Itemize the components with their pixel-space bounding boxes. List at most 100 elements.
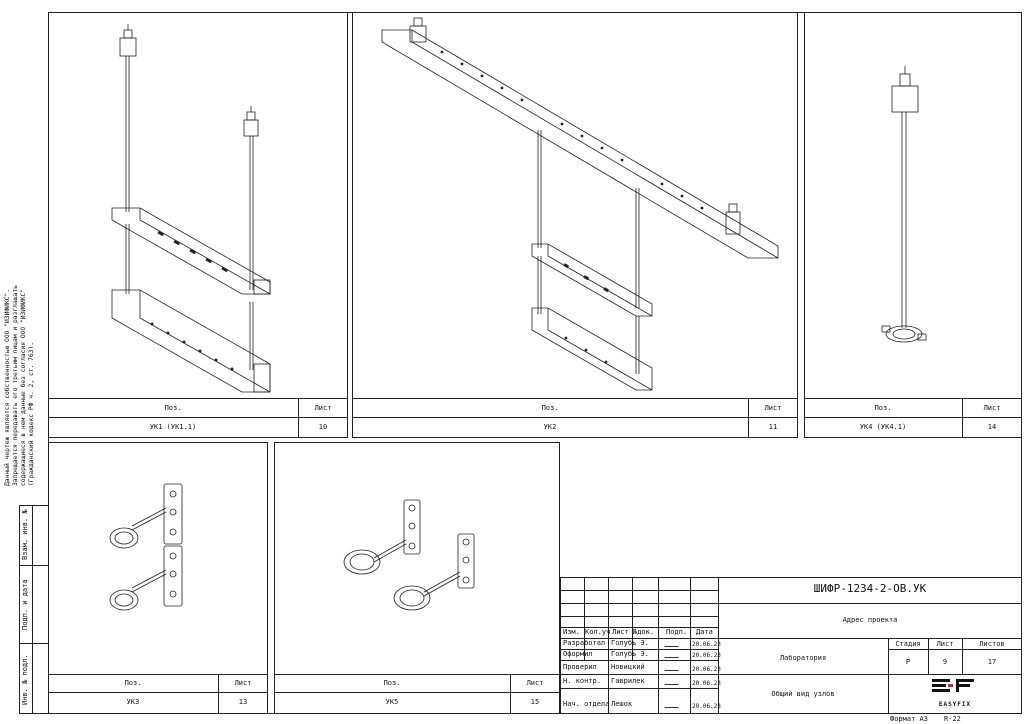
drawing-uk3: [109, 483, 183, 611]
tb-sheet-label: Лист: [936, 640, 954, 648]
tb-name-4: Гаврилек: [611, 677, 645, 685]
tb-date-4: 20.06.23: [692, 680, 721, 687]
revision-label: R-22: [944, 715, 961, 723]
view-uk3-line-a: [48, 674, 268, 675]
tb-hdr-data: Дата: [696, 628, 713, 636]
view-uk4: [804, 12, 1022, 438]
tb-name-5: Лешок: [611, 700, 633, 708]
view-uk3-divider: [218, 674, 219, 714]
tb-sheets-label: Листов: [979, 640, 1005, 648]
view-uk2: [352, 12, 798, 438]
view-uk5-divider: [510, 674, 511, 714]
tb-name-2: Голубь Э.: [611, 650, 649, 658]
margin-line-2: [19, 643, 49, 644]
drawing-uk4: [881, 66, 927, 343]
tb-right-row-4: [718, 674, 1022, 675]
format-label: Формат А3: [890, 715, 928, 723]
tb-row-2: [560, 603, 718, 604]
tb-date-3: 20.06.23: [692, 666, 721, 673]
copyright-line-2: Запрещается передавать его третьим лицам…: [12, 285, 19, 486]
margin-inv-label: Инв. № подл.: [21, 654, 29, 705]
tb-stage-label: Стадия: [895, 640, 921, 648]
tb-hdr-list: Лист: [612, 628, 629, 636]
view-uk2-list-label: Лист: [764, 404, 782, 412]
tb-right-col-3: [962, 638, 963, 674]
view-uk1-pos: УК1 (УК1.1): [149, 423, 197, 431]
view-uk5-list-label: Лист: [526, 679, 544, 687]
view-uk4-line-b: [804, 417, 1022, 418]
tb-row-4: [560, 627, 718, 628]
tb-date-1: 20.06.23: [692, 641, 721, 648]
view-uk3-pos: УК3: [126, 698, 140, 706]
drawing-uk2: [381, 17, 779, 391]
tb-stage: Р: [905, 658, 911, 666]
view-uk3-list: 13: [238, 698, 248, 706]
view-uk2-line-b: [352, 417, 798, 418]
view-uk3: [48, 442, 268, 714]
view-uk5-line-a: [274, 674, 560, 675]
tb-row-6: [560, 649, 718, 650]
tb-row-5: [560, 638, 718, 639]
view-uk5-line-b: [274, 692, 560, 693]
view-uk4-line-a: [804, 398, 1022, 399]
tb-role-2: Оформил: [563, 650, 593, 658]
view-uk4-list: 14: [987, 423, 997, 431]
tb-row-9: [560, 688, 718, 689]
tb-right-col-1: [888, 638, 889, 714]
tb-row-1: [560, 590, 718, 591]
tb-col-2: [608, 577, 609, 714]
tb-name-1: Голубь Э.: [611, 639, 649, 647]
view-uk2-divider: [748, 398, 749, 438]
easyfix-logo-icon: [932, 679, 974, 692]
view-uk1-line-a: [48, 398, 348, 399]
tb-role-3: Проверил: [563, 663, 597, 671]
tb-row-7: [560, 660, 718, 661]
tb-name-3: Новицкий: [611, 663, 645, 671]
drawing-uk1: [111, 24, 271, 393]
view-uk2-list: 11: [768, 423, 778, 431]
tb-address: Адрес проекта: [842, 616, 898, 624]
copyright-line-1: Данный чертеж является собственностью ОО…: [4, 288, 11, 486]
tb-right-row-3: [888, 649, 1022, 650]
margin-podp-label: Подп. и дата: [21, 579, 29, 630]
tb-date-5: 20.06.23: [692, 703, 721, 710]
tb-row-8: [560, 674, 718, 675]
tb-code: ШИФР-1234-2-ОВ.УК: [813, 582, 927, 595]
tb-hdr-kolich: Кол.уч: [585, 628, 611, 636]
view-uk4-pos-label: Поз.: [874, 404, 892, 412]
view-uk4-list-label: Лист: [983, 404, 1001, 412]
tb-sheet: 9: [942, 658, 948, 666]
tb-title: Общий вид узлов: [771, 690, 835, 698]
view-uk5-list: 15: [530, 698, 540, 706]
view-uk2-line-a: [352, 398, 798, 399]
tb-right-row-1: [718, 603, 1022, 604]
tb-role-1: Разработал: [563, 639, 606, 647]
copyright-line-4: (Гражданский кодекс РФ ч. 2, ст. 763).: [28, 341, 35, 486]
tb-hdr-podp: Подп.: [666, 628, 688, 636]
view-uk4-divider: [962, 398, 963, 438]
margin-vzam-label: Взам. инв. №: [21, 509, 29, 560]
view-uk5-pos-label: Поз.: [383, 679, 401, 687]
margin-line-1: [19, 565, 49, 566]
view-uk3-line-b: [48, 692, 268, 693]
view-uk5: [274, 442, 560, 714]
view-uk3-pos-label: Поз.: [124, 679, 142, 687]
tb-col-5: [690, 577, 691, 714]
view-uk1-pos-label: Поз.: [164, 404, 182, 412]
tb-date-2: 20.06.23: [692, 652, 721, 659]
view-uk1: [48, 12, 348, 438]
view-uk1-list: 10: [318, 423, 328, 431]
view-uk1-divider: [298, 398, 299, 438]
tb-right-row-2: [718, 638, 1022, 639]
drawing-uk5: [343, 499, 475, 611]
tb-role-5: Нач. отдела: [563, 700, 610, 708]
view-uk5-pos: УК5: [385, 698, 399, 706]
tb-hdr-ndok: №док.: [633, 628, 655, 636]
view-uk1-list-label: Лист: [314, 404, 332, 412]
copyright-line-3: содержащиеся в нем данные без согласия О…: [20, 288, 27, 486]
view-uk2-pos: УК2: [543, 423, 557, 431]
title-block: [560, 577, 1022, 714]
view-uk2-pos-label: Поз.: [541, 404, 559, 412]
view-uk3-list-label: Лист: [234, 679, 252, 687]
tb-col-1: [584, 577, 585, 660]
